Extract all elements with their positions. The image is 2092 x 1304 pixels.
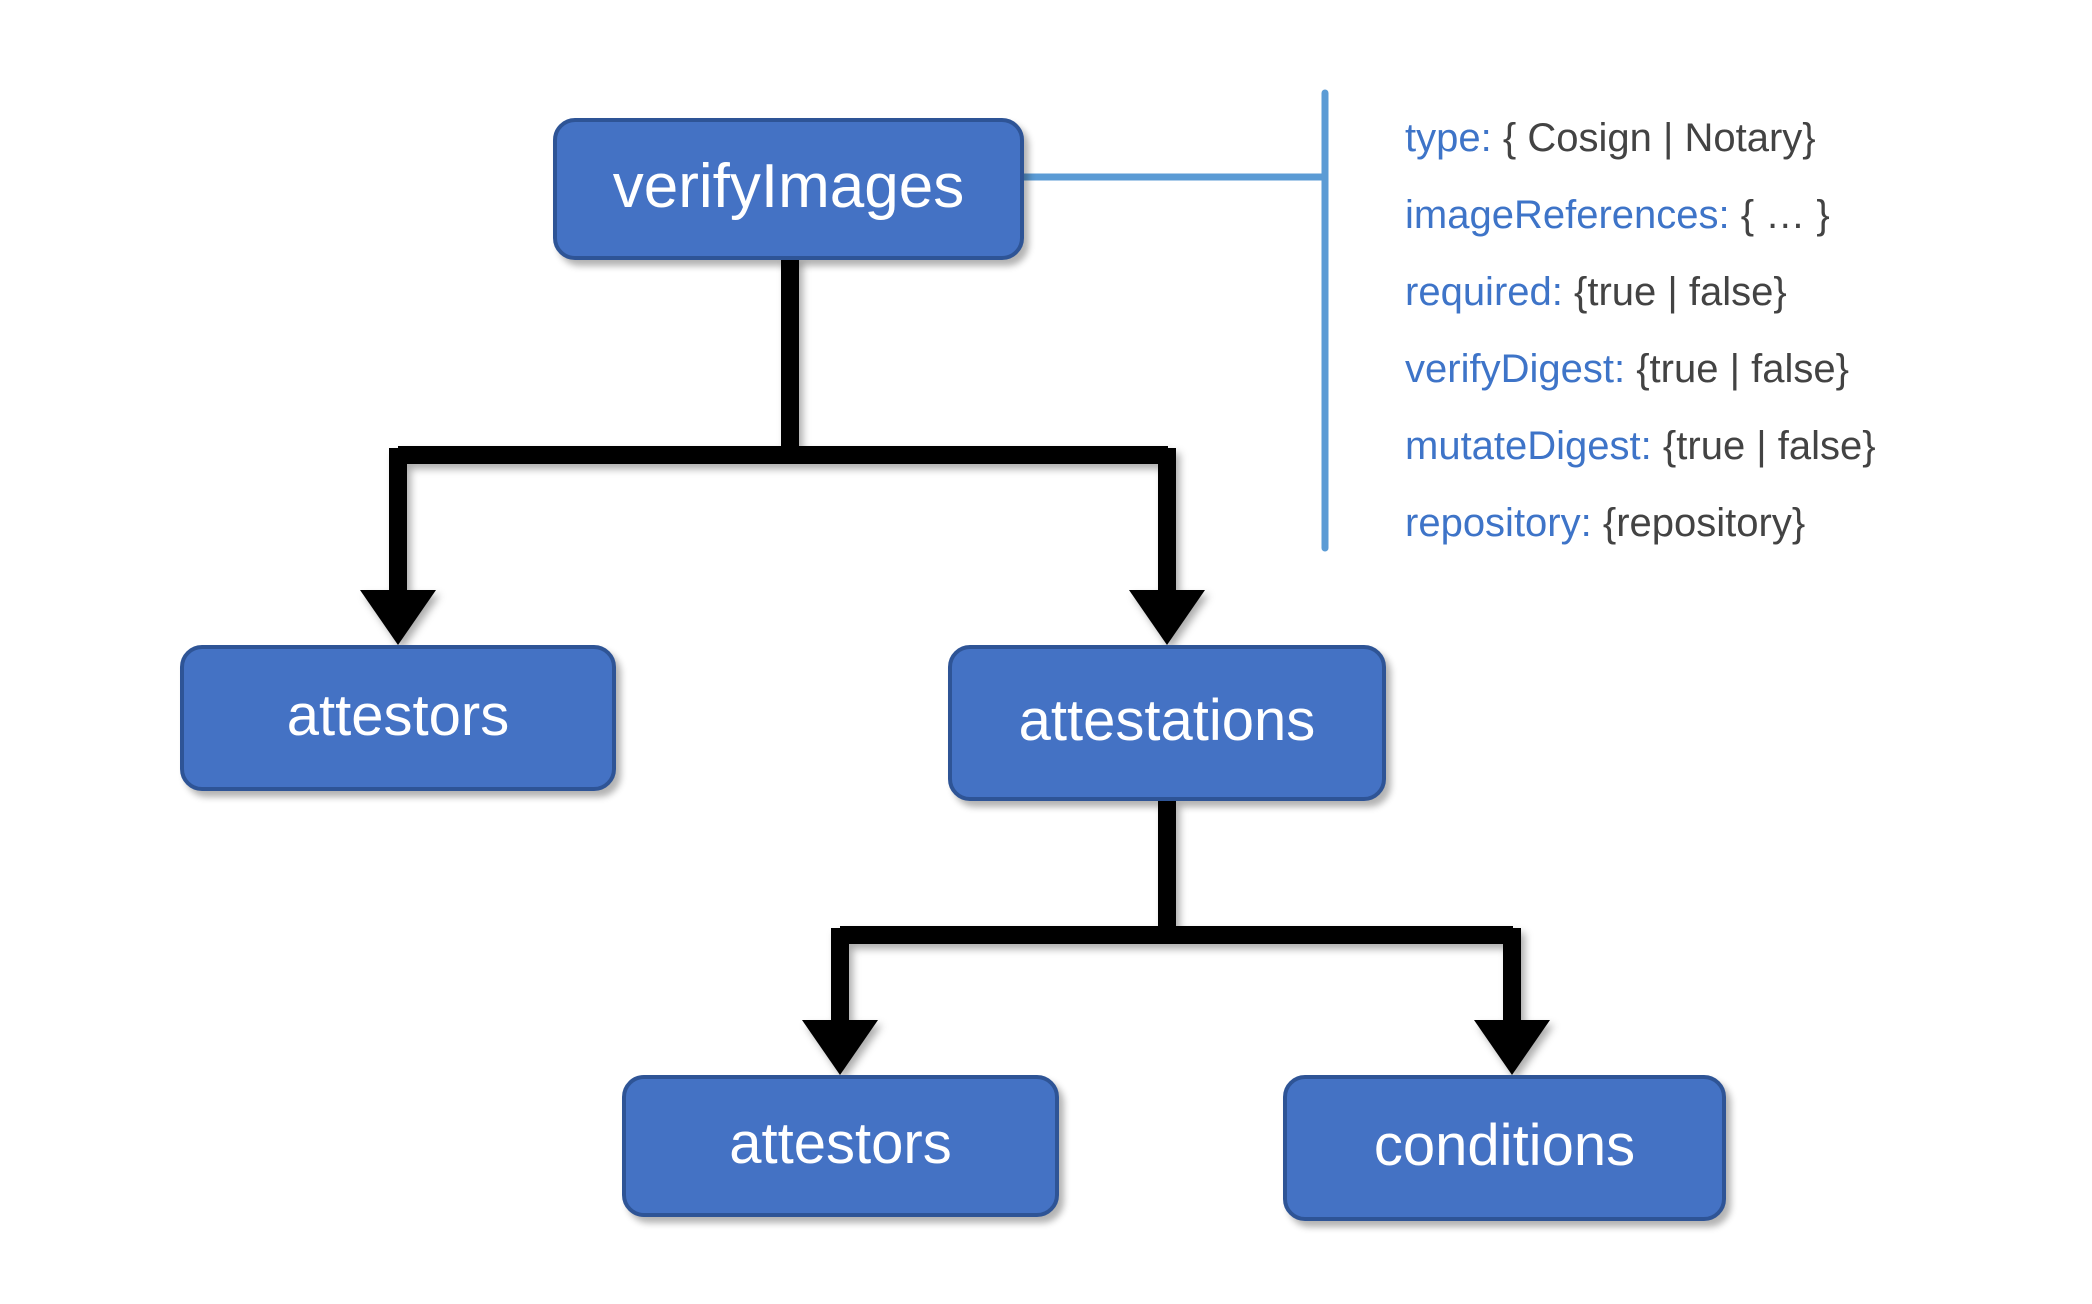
property-value: { … }	[1740, 193, 1830, 237]
property-value: {true | false}	[1662, 424, 1876, 468]
property-value: {true | false}	[1636, 347, 1849, 391]
property-line: repository: {repository}	[1405, 485, 2045, 562]
node-attestors-level2-label: attestors	[729, 1111, 952, 1176]
property-line: required: {true | false}	[1405, 254, 2045, 331]
property-key: verifyDigest:	[1405, 347, 1626, 391]
property-key: type:	[1405, 116, 1492, 160]
properties-callout-list: type: { Cosign | Notary} imageReferences…	[1405, 100, 2045, 562]
property-value: {true | false}	[1574, 270, 1787, 314]
property-key: mutateDigest:	[1405, 424, 1652, 468]
node-verifyimages[interactable]: verifyImages	[553, 118, 1024, 260]
connector-verifyimages-children	[360, 258, 1205, 645]
property-line: verifyDigest: {true | false}	[1405, 331, 2045, 408]
node-conditions-label: conditions	[1373, 1113, 1636, 1178]
property-line: type: { Cosign | Notary}	[1405, 100, 2045, 177]
node-attestations-label: attestations	[1018, 688, 1316, 753]
node-attestors-level1[interactable]: attestors	[180, 645, 616, 791]
property-value: {repository}	[1602, 501, 1806, 545]
node-conditions[interactable]: conditions	[1283, 1075, 1726, 1221]
node-verifyimages-label: verifyImages	[612, 152, 965, 221]
callout-bracket	[1020, 89, 1329, 552]
property-value: { Cosign | Notary}	[1502, 116, 1816, 160]
property-line: imageReferences: { … }	[1405, 177, 2045, 254]
property-key: repository:	[1405, 501, 1592, 545]
node-attestors-level1-label: attestors	[286, 683, 510, 748]
property-key: required:	[1405, 270, 1563, 314]
node-attestors-level2[interactable]: attestors	[622, 1075, 1059, 1217]
property-key: imageReferences:	[1405, 193, 1730, 237]
connector-attestations-children	[802, 801, 1550, 1075]
property-line: mutateDigest: {true | false}	[1405, 408, 2045, 485]
node-attestations[interactable]: attestations	[948, 645, 1386, 801]
